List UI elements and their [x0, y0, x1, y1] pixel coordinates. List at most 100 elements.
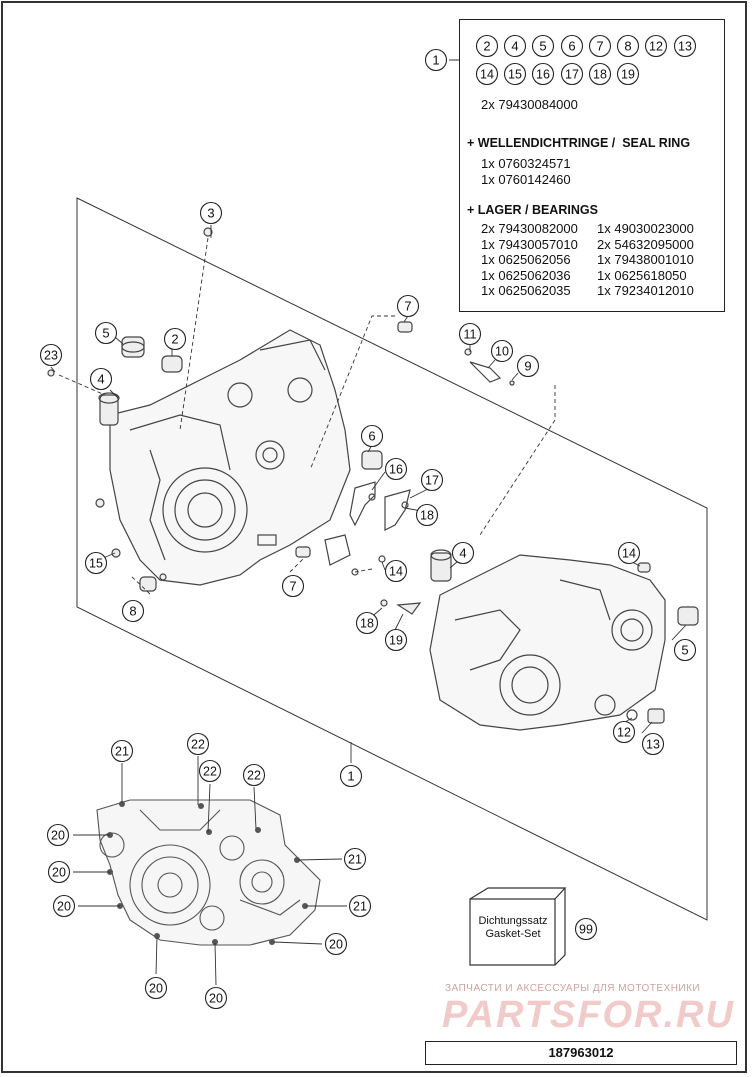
svg-text:21: 21	[353, 900, 367, 914]
watermark-tagline: ЗАПЧАСТИ И АКСЕССУАРЫ ДЛЯ МОТОТЕХНИКИ	[445, 983, 701, 994]
bearings-list-col2: 1x 49030023000 2x 54632095000 1x 7943800…	[597, 221, 694, 299]
svg-text:4: 4	[459, 546, 466, 561]
svg-text:4: 4	[511, 39, 518, 54]
svg-text:99: 99	[579, 923, 593, 937]
legend-ref-13: 13	[673, 34, 697, 58]
gasket-set-label: Dichtungssatz Gasket-Set	[471, 915, 555, 941]
callout-20: 20	[204, 986, 228, 1010]
svg-text:7: 7	[289, 579, 296, 594]
callout-2: 2	[163, 327, 187, 351]
assembly-outline	[76, 197, 708, 921]
svg-text:9: 9	[524, 359, 531, 374]
bearing-item: 1x 49030023000	[597, 221, 694, 236]
svg-text:16: 16	[536, 68, 550, 82]
svg-text:2: 2	[483, 39, 490, 54]
callout-16: 16	[384, 457, 408, 481]
svg-text:14: 14	[389, 565, 403, 579]
kit-line: 2x 79430084000	[481, 97, 578, 112]
gasket-set-line1: Dichtungssatz	[478, 915, 548, 927]
svg-text:8: 8	[129, 604, 136, 619]
callout-99: 99	[574, 917, 598, 941]
callout-21: 21	[348, 894, 372, 918]
bearing-item: 2x 79430082000	[481, 221, 578, 236]
watermark-brand: PARTSFOR.RU	[442, 994, 735, 1036]
callout-5: 5	[673, 638, 697, 662]
svg-text:6: 6	[568, 39, 575, 54]
detail-view-crankcase	[96, 799, 321, 946]
drawing-number: 187963012	[425, 1041, 737, 1065]
callout-22: 22	[242, 763, 266, 787]
svg-text:2: 2	[171, 332, 178, 347]
legend-ref-2: 2	[475, 34, 499, 58]
svg-text:20: 20	[57, 900, 71, 914]
callout-18: 18	[415, 503, 439, 527]
right-crankcase-half	[429, 554, 666, 731]
retainer-plates	[324, 481, 411, 576]
callout-13: 13	[641, 732, 665, 756]
legend-ref-14: 14	[475, 62, 499, 86]
svg-text:14: 14	[622, 547, 636, 561]
bearing-item: 1x 0625062036	[481, 267, 571, 283]
svg-text:15: 15	[89, 557, 103, 571]
legend-ref-5: 5	[531, 34, 555, 58]
detail-bolt-markers	[107, 801, 308, 945]
svg-text:21: 21	[115, 745, 129, 759]
svg-text:12: 12	[649, 40, 663, 54]
leader-lines	[50, 225, 687, 986]
svg-text:15: 15	[508, 68, 522, 82]
callout-21: 21	[110, 739, 134, 763]
svg-text:3: 3	[207, 206, 214, 221]
legend-callout-1: 1	[424, 48, 448, 72]
svg-text:13: 13	[678, 40, 692, 54]
bearings-heading: + LAGER / BEARINGS	[467, 203, 598, 217]
svg-text:5: 5	[681, 643, 688, 658]
svg-text:18: 18	[593, 68, 607, 82]
svg-text:5: 5	[539, 39, 546, 54]
bearing-item: 1x 0625062056	[481, 252, 571, 267]
bearing-item: 1x 79438001010	[597, 252, 694, 267]
gasket-set-line2: Gasket-Set	[485, 928, 541, 940]
callout-21: 21	[343, 847, 367, 871]
svg-text:22: 22	[191, 738, 205, 752]
callout-17: 17	[420, 468, 444, 492]
legend-ref-6: 6	[560, 34, 584, 58]
callout-8: 8	[121, 599, 145, 623]
callout-4: 4	[451, 541, 475, 565]
seal-ring-heading: + WELLENDICHTRINGE / SEAL RING	[467, 136, 691, 150]
legend-ref-15: 15	[503, 62, 527, 86]
callout-11: 11	[458, 322, 482, 346]
bearing-item: 2x 54632095000	[597, 236, 694, 252]
svg-text:19: 19	[621, 68, 635, 82]
legend-ref-19: 19	[616, 62, 640, 86]
legend-ref-4: 4	[503, 34, 527, 58]
gasket-box-graphic	[469, 887, 567, 966]
svg-text:7: 7	[596, 39, 603, 54]
bearing-item: 1x 79234012010	[597, 283, 694, 298]
svg-text:11: 11	[464, 328, 477, 342]
svg-text:22: 22	[247, 769, 261, 783]
callout-15: 15	[84, 551, 108, 575]
bearing-item: 1x 0625618050	[597, 267, 687, 283]
svg-text:17: 17	[425, 474, 439, 488]
legend-ref-16: 16	[531, 62, 555, 86]
callout-10: 10	[490, 339, 514, 363]
svg-text:7: 7	[404, 299, 411, 314]
callout-19: 19	[384, 628, 408, 652]
svg-text:12: 12	[617, 726, 631, 740]
svg-text:1: 1	[432, 53, 439, 68]
callout-3: 3	[199, 201, 223, 225]
left-crankcase-half	[109, 329, 351, 586]
callout-20: 20	[52, 894, 76, 918]
svg-text:4: 4	[97, 372, 104, 387]
legend-ref-12: 12	[644, 34, 668, 58]
bearing-item: 1x 79430057010	[481, 236, 578, 252]
callout-20: 20	[324, 932, 348, 956]
callout-22: 22	[186, 732, 210, 756]
svg-text:20: 20	[51, 829, 65, 843]
legend-ref-18: 18	[588, 62, 612, 86]
svg-text:8: 8	[624, 39, 631, 54]
svg-text:5: 5	[102, 326, 109, 341]
callout-14: 14	[384, 559, 408, 583]
